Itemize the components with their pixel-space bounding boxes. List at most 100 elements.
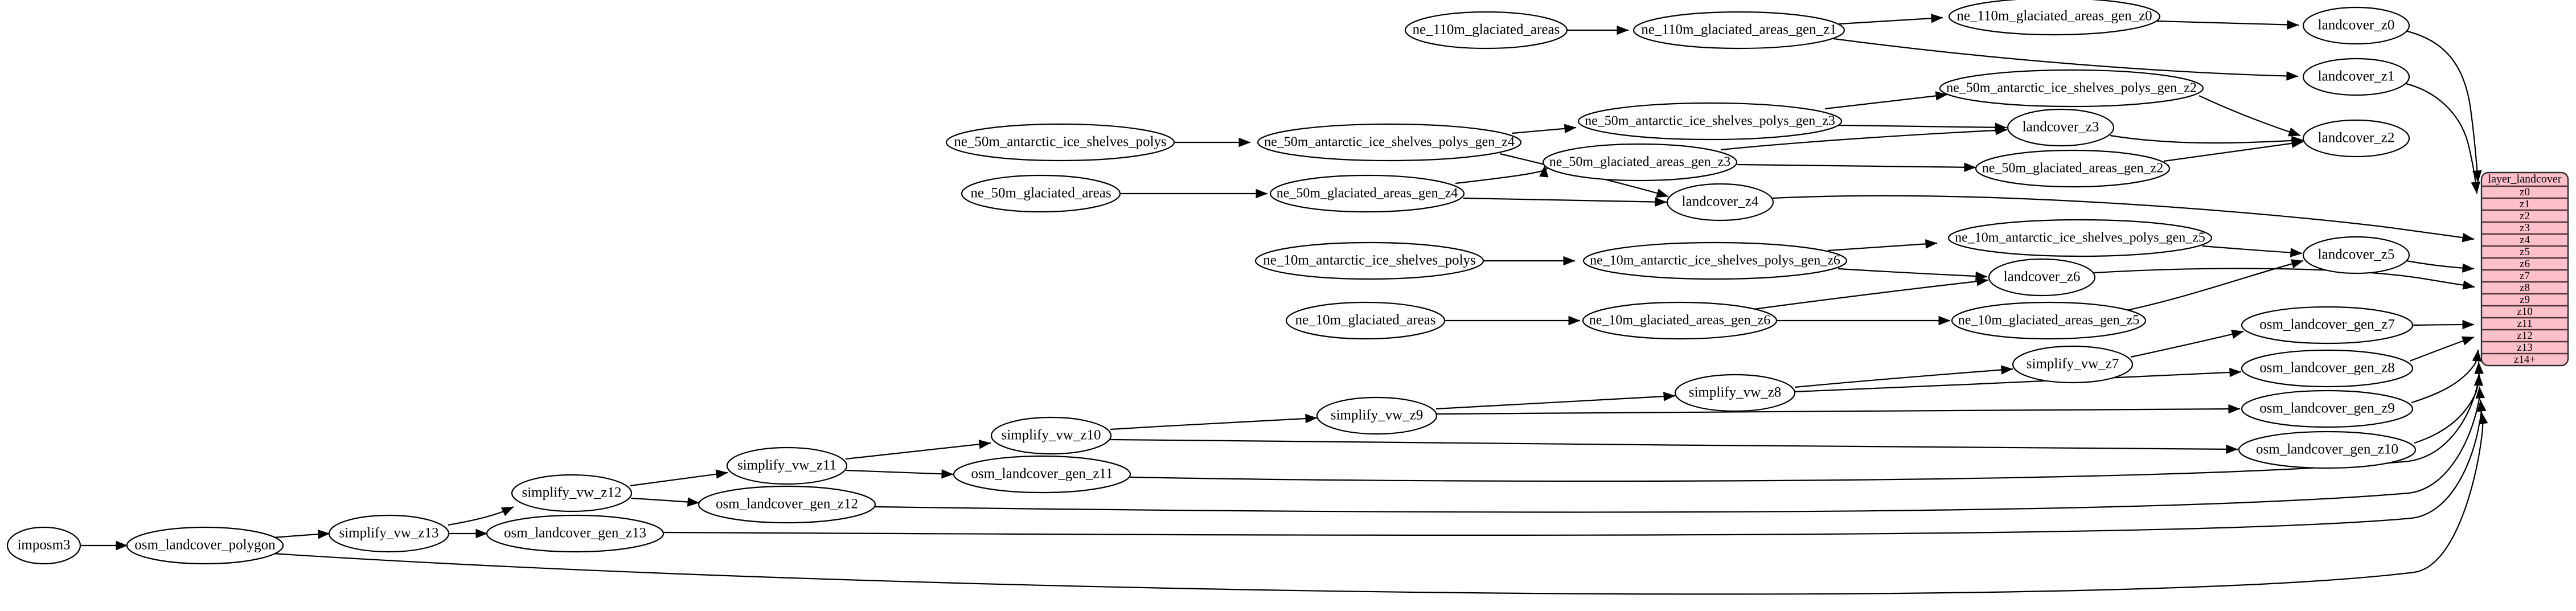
graph-edge: [1833, 38, 2299, 77]
graph-node-simplify_vw_z9[interactable]: simplify_vw_z9: [1316, 396, 1438, 435]
edge-arrowhead-icon: [1305, 413, 1318, 424]
graph-edge: [2130, 330, 2244, 358]
graph-node-ne_110m_glaciated_areas_gen_z0[interactable]: ne_110m_glaciated_areas_gen_z0: [1948, 0, 2161, 36]
edge-arrowhead-icon: [1617, 25, 1629, 35]
graph-node-ne_50m_glaciated_areas_gen_z3[interactable]: ne_50m_glaciated_areas_gen_z3: [1542, 143, 1738, 182]
graph-node-imposm3[interactable]: imposm3: [6, 526, 81, 565]
edge-arrowhead-icon: [2477, 399, 2487, 412]
graph-node-ne_50m_antarctic_ice_shelves_polys_gen_z4[interactable]: ne_50m_antarctic_ice_shelves_polys_gen_z…: [1257, 123, 1522, 162]
graph-edge: [1793, 371, 2242, 393]
node-ellipse: [945, 123, 1175, 162]
graph-node-osm_landcover_polygon[interactable]: osm_landcover_polygon: [126, 526, 284, 565]
layer-landcover-table[interactable]: layer_landcoverz0z1z2z3z4z5z6z7z8z9z10z1…: [2480, 171, 2569, 367]
edge-arrowhead-icon: [1925, 239, 1938, 249]
graph-node-ne_50m_glaciated_areas_gen_z2[interactable]: ne_50m_glaciated_areas_gen_z2: [1975, 149, 2171, 188]
node-ellipse: [1951, 301, 2147, 340]
graph-node-osm_landcover_gen_z12[interactable]: osm_landcover_gen_z12: [698, 485, 876, 524]
node-ellipse: [953, 455, 1131, 494]
graph-node-landcover_z5[interactable]: landcover_z5: [2302, 236, 2410, 274]
edge-arrowhead-icon: [2471, 181, 2480, 194]
edge-arrowhead-icon: [1655, 197, 1667, 207]
graph-node-ne_10m_glaciated_areas[interactable]: ne_10m_glaciated_areas: [1285, 301, 1446, 340]
node-ellipse: [1582, 301, 1778, 340]
node-ellipse: [1404, 11, 1568, 50]
graph-node-landcover_z3[interactable]: landcover_z3: [2007, 108, 2115, 147]
graph-node-ne_10m_antarctic_ice_shelves_polys[interactable]: ne_10m_antarctic_ice_shelves_polys: [1254, 241, 1484, 280]
edge-arrowhead-icon: [2291, 138, 2304, 148]
node-ellipse: [961, 174, 1121, 213]
graph-node-simplify_vw_z7[interactable]: simplify_vw_z7: [2012, 345, 2134, 384]
graph-node-ne_50m_glaciated_areas[interactable]: ne_50m_glaciated_areas: [961, 174, 1121, 213]
graph-node-ne_50m_antarctic_ice_shelves_polys_gen_z2[interactable]: ne_50m_antarctic_ice_shelves_polys_gen_z…: [1939, 69, 2204, 108]
node-ellipse: [1269, 174, 1465, 213]
graph-node-osm_landcover_gen_z13[interactable]: osm_landcover_gen_z13: [486, 514, 664, 553]
graph-edge: [1794, 368, 2013, 388]
graph-node-simplify_vw_z12[interactable]: simplify_vw_z12: [511, 474, 633, 512]
edge-arrowhead-icon: [1564, 124, 1577, 134]
edge-arrowhead-icon: [715, 469, 728, 479]
edge-arrowhead-icon: [1256, 188, 1268, 199]
graph-node-osm_landcover_gen_z9[interactable]: osm_landcover_gen_z9: [2241, 389, 2414, 428]
graph-node-osm_landcover_gen_z11[interactable]: osm_landcover_gen_z11: [953, 455, 1131, 494]
graph-node-ne_10m_glaciated_areas_gen_z5[interactable]: ne_10m_glaciated_areas_gen_z5: [1951, 301, 2147, 340]
table-row-label: z8: [2520, 282, 2530, 294]
graph-node-landcover_z0[interactable]: landcover_z0: [2302, 6, 2410, 45]
edge-arrowhead-icon: [1568, 315, 1581, 326]
edge-arrowhead-icon: [2475, 386, 2485, 399]
graph-node-osm_landcover_gen_z10[interactable]: osm_landcover_gen_z10: [2238, 430, 2417, 469]
edge-arrowhead-icon: [1656, 188, 1669, 198]
node-ellipse: [2302, 58, 2410, 96]
graph-edge: [1836, 124, 2007, 129]
graph-node-ne_50m_glaciated_areas_gen_z4[interactable]: ne_50m_glaciated_areas_gen_z4: [1269, 174, 1465, 213]
table-row-label: z4: [2520, 234, 2530, 246]
graph-node-landcover_z1[interactable]: landcover_z1: [2302, 58, 2410, 96]
graph-edge: [2403, 82, 2478, 194]
graph-edge: [2198, 95, 2301, 137]
graph-node-ne_50m_antarctic_ice_shelves_polys[interactable]: ne_50m_antarctic_ice_shelves_polys: [945, 123, 1175, 162]
edge-arrowhead-icon: [2287, 127, 2301, 137]
edges-layer: [80, 14, 2488, 595]
edge-arrowhead-icon: [1663, 392, 1676, 401]
graph-node-ne_110m_glaciated_areas[interactable]: ne_110m_glaciated_areas: [1404, 11, 1568, 50]
graph-edge: [1110, 417, 1318, 430]
edge-arrowhead-icon: [1238, 137, 1251, 147]
node-ellipse: [1582, 241, 1848, 280]
edge-arrowhead-icon: [2461, 336, 2475, 346]
node-ellipse: [1254, 241, 1484, 280]
node-ellipse: [1316, 396, 1438, 435]
graph-node-simplify_vw_z11[interactable]: simplify_vw_z11: [726, 446, 848, 485]
node-ellipse: [486, 514, 664, 553]
graph-edge: [663, 399, 2482, 536]
graph-node-landcover_z2[interactable]: landcover_z2: [2302, 119, 2410, 158]
graph-node-ne_110m_glaciated_areas_gen_z1[interactable]: ne_110m_glaciated_areas_gen_z1: [1632, 11, 1845, 50]
graph-node-landcover_z6[interactable]: landcover_z6: [1988, 258, 2096, 297]
graph-node-ne_10m_antarctic_ice_shelves_polys_gen_z5[interactable]: ne_10m_antarctic_ice_shelves_polys_gen_z…: [1947, 219, 2213, 257]
graph-node-landcover_z4[interactable]: landcover_z4: [1666, 183, 1774, 222]
graph-edge: [1772, 195, 2475, 240]
table-row-label: z0: [2520, 186, 2530, 198]
edge-arrowhead-icon: [2472, 349, 2482, 362]
graph-node-simplify_vw_z13[interactable]: simplify_vw_z13: [328, 514, 450, 553]
graph-node-osm_landcover_gen_z7[interactable]: osm_landcover_gen_z7: [2241, 306, 2414, 345]
edge-arrowhead-icon: [1539, 165, 1549, 178]
graph-edge: [1720, 129, 2008, 151]
graph-node-ne_10m_antarctic_ice_shelves_polys_gen_z6[interactable]: ne_10m_antarctic_ice_shelves_polys_gen_z…: [1582, 241, 1848, 280]
graph-node-simplify_vw_z8[interactable]: simplify_vw_z8: [1674, 374, 1796, 412]
edge-arrowhead-icon: [2226, 444, 2238, 454]
graph-edge: [1435, 408, 2241, 415]
edge-arrowhead-icon: [2286, 71, 2299, 81]
graph-node-ne_10m_glaciated_areas_gen_z6[interactable]: ne_10m_glaciated_areas_gen_z6: [1582, 301, 1778, 340]
node-ellipse: [1939, 69, 2204, 108]
edge-arrowhead-icon: [501, 506, 514, 516]
edge-arrowhead-icon: [2462, 280, 2475, 290]
node-ellipse: [328, 514, 450, 553]
table-row-label: z6: [2520, 258, 2530, 270]
graph-edge: [1110, 438, 2238, 450]
node-ellipse: [2241, 349, 2414, 388]
edge-arrowhead-icon: [2000, 365, 2013, 375]
node-ellipse: [1947, 219, 2213, 257]
graph-node-ne_50m_antarctic_ice_shelves_polys_gen_z3[interactable]: ne_50m_antarctic_ice_shelves_polys_gen_z…: [1577, 102, 1843, 141]
graph-node-osm_landcover_gen_z8[interactable]: osm_landcover_gen_z8: [2241, 349, 2414, 388]
edge-arrowhead-icon: [116, 540, 128, 551]
graph-node-simplify_vw_z10[interactable]: simplify_vw_z10: [990, 416, 1112, 455]
